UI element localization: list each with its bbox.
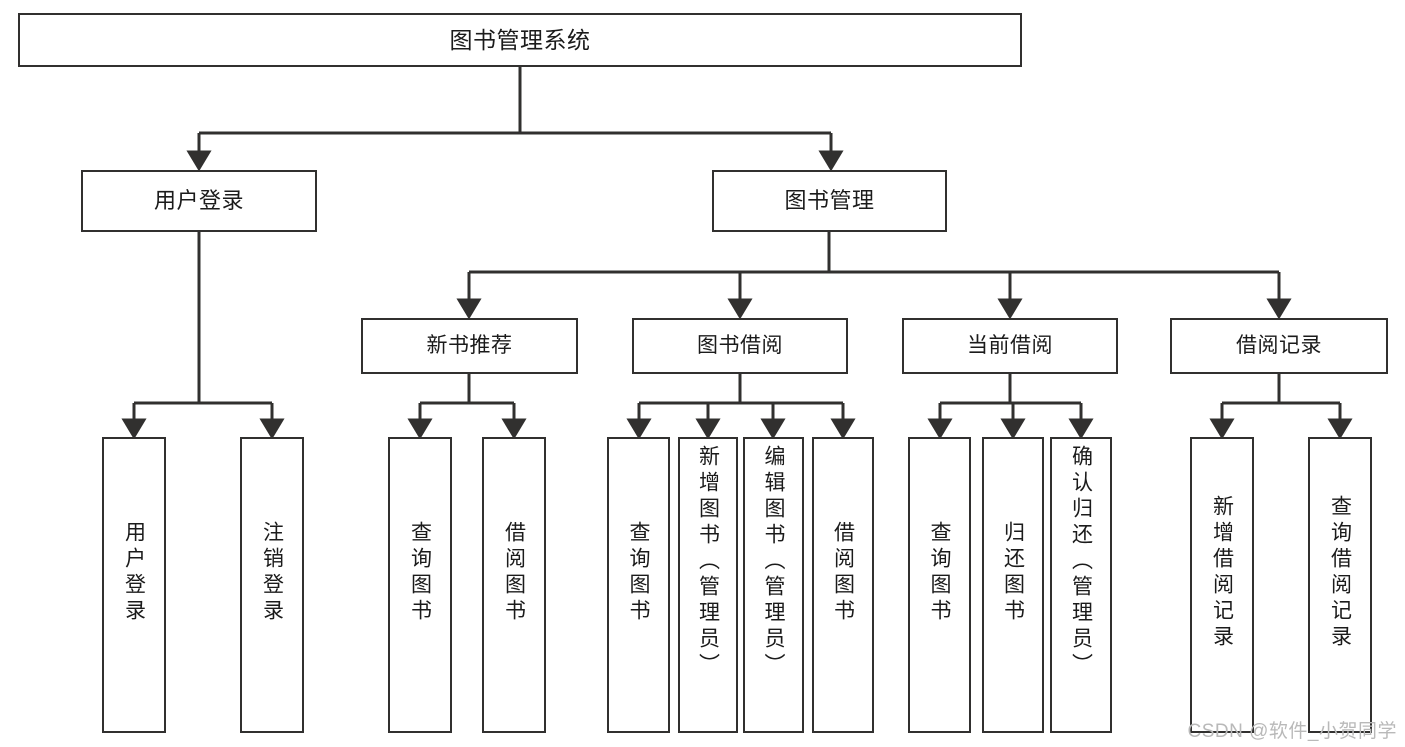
node-label: 借阅记录 xyxy=(1236,333,1322,357)
node-label: 编辑图书（管理员） xyxy=(762,445,785,679)
node-label: 借阅图书 xyxy=(831,521,855,625)
node-label: 用户登录 xyxy=(122,521,146,625)
node-label: 查询借阅记录 xyxy=(1328,495,1352,651)
node-leaf-logout[interactable]: 注销登录 xyxy=(240,437,304,733)
node-leaf-user-login[interactable]: 用户登录 xyxy=(102,437,166,733)
node-leaf-borrow-book-1[interactable]: 借阅图书 xyxy=(482,437,546,733)
node-leaf-query-record[interactable]: 查询借阅记录 xyxy=(1308,437,1372,733)
node-label: 图书管理 xyxy=(784,188,875,214)
node-leaf-borrow-book-2[interactable]: 借阅图书 xyxy=(812,437,874,733)
node-leaf-add-record[interactable]: 新增借阅记录 xyxy=(1190,437,1254,733)
node-new-book-recommend[interactable]: 新书推荐 xyxy=(361,318,578,374)
node-book-manage[interactable]: 图书管理 xyxy=(712,170,947,232)
node-leaf-confirm-return[interactable]: 确认归还（管理员） xyxy=(1050,437,1112,733)
node-leaf-edit-book[interactable]: 编辑图书（管理员） xyxy=(743,437,804,733)
node-leaf-query-book-3[interactable]: 查询图书 xyxy=(908,437,971,733)
node-leaf-add-book[interactable]: 新增图书（管理员） xyxy=(678,437,738,733)
node-leaf-query-book-1[interactable]: 查询图书 xyxy=(388,437,452,733)
node-leaf-return-book[interactable]: 归还图书 xyxy=(982,437,1044,733)
node-current-borrow[interactable]: 当前借阅 xyxy=(902,318,1118,374)
node-label: 新增借阅记录 xyxy=(1210,495,1234,651)
node-label: 查询图书 xyxy=(408,521,432,625)
node-label: 查询图书 xyxy=(928,521,951,625)
node-user-login[interactable]: 用户登录 xyxy=(81,170,317,232)
node-label: 归还图书 xyxy=(1001,521,1025,625)
node-label: 用户登录 xyxy=(153,188,244,214)
node-label: 注销登录 xyxy=(260,521,284,625)
node-label: 查询图书 xyxy=(627,521,650,625)
node-label: 新书推荐 xyxy=(426,333,513,357)
node-borrow-record[interactable]: 借阅记录 xyxy=(1170,318,1388,374)
node-label: 确认归还（管理员） xyxy=(1069,445,1093,679)
node-label: 图书借阅 xyxy=(697,333,783,357)
node-label: 当前借阅 xyxy=(967,333,1053,357)
node-root-system[interactable]: 图书管理系统 xyxy=(18,13,1022,67)
node-label: 借阅图书 xyxy=(502,521,526,625)
csdn-watermark: CSDN @软件_小贺同学 xyxy=(1187,721,1397,742)
node-label: 新增图书（管理员） xyxy=(696,445,720,679)
node-book-borrow[interactable]: 图书借阅 xyxy=(632,318,848,374)
node-leaf-query-book-2[interactable]: 查询图书 xyxy=(607,437,670,733)
node-label: 图书管理系统 xyxy=(449,26,591,53)
